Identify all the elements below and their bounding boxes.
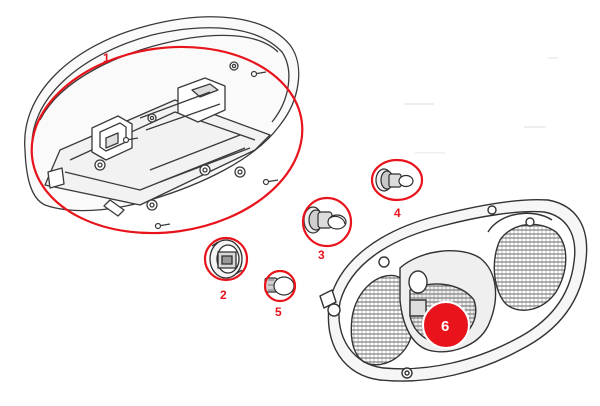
screws xyxy=(122,70,279,230)
callout-circle-6-group xyxy=(422,301,470,349)
callout-label-2: 2 xyxy=(220,288,227,302)
callout-circle-2 xyxy=(203,236,249,282)
callout-label-1: 1 xyxy=(103,51,110,65)
rear-housing xyxy=(24,16,300,217)
bulb-part-4 xyxy=(375,168,414,192)
callouts xyxy=(30,45,424,303)
callout-label-4: 4 xyxy=(394,206,401,220)
faint-artifacts xyxy=(404,57,558,154)
callout-label-3: 3 xyxy=(318,248,325,262)
callout-ellipse-1 xyxy=(30,45,304,235)
bulb-part-3 xyxy=(303,206,347,234)
callout-circle-4 xyxy=(370,158,424,202)
front-lens-housing xyxy=(319,198,588,382)
bulb-socket-part-2 xyxy=(209,239,243,279)
callout-label-5: 5 xyxy=(275,305,282,319)
callout-label-6: 6 xyxy=(441,318,449,335)
callout-circle-3 xyxy=(301,196,353,248)
bulb-part-5 xyxy=(264,276,295,296)
callout-circle-5 xyxy=(263,269,297,303)
